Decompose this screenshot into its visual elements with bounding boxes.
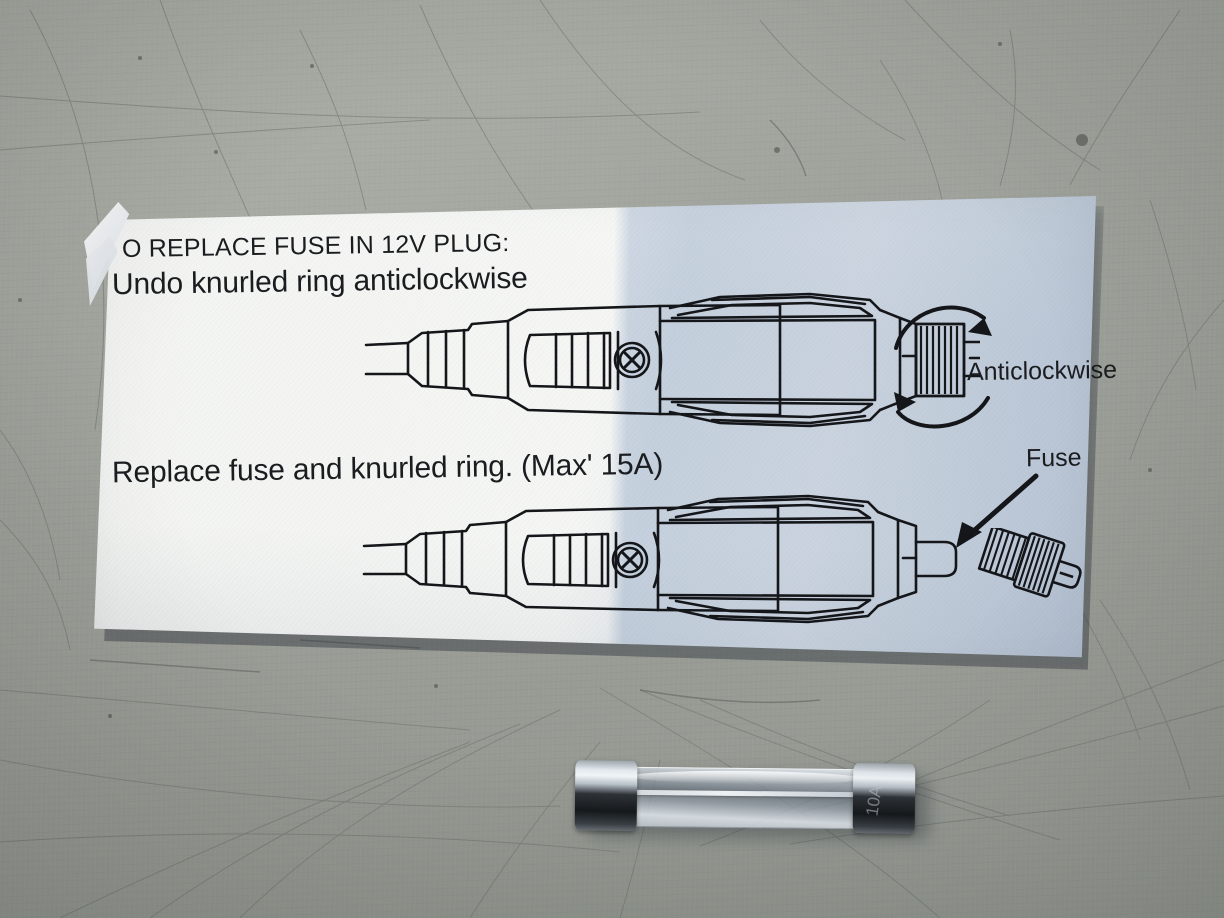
diagram-plug-with-knurled-ring <box>364 292 980 428</box>
label-fuse: Fuse <box>1025 443 1082 473</box>
arrowhead-fuse <box>956 522 982 548</box>
leaflet-heading: O REPLACE FUSE IN 12V PLUG: <box>121 228 510 264</box>
arrowhead-bottom <box>894 392 916 412</box>
fuse-rating-marking: 10A <box>862 784 886 818</box>
fuse-end-cap-right: 10A <box>852 763 916 834</box>
anticlockwise-rotation-arrows <box>894 305 992 429</box>
diagram-plug-ring-removed <box>362 494 958 624</box>
glass-cartridge-fuse[interactable]: 10A <box>574 758 930 840</box>
detached-knurled-cap <box>977 528 1082 598</box>
leaflet-step-1: Undo knurled ring anticlockwise <box>111 261 528 302</box>
label-anticlockwise: Anticlockwise <box>966 355 1118 387</box>
fuse-pointer-arrow <box>956 473 1039 548</box>
fuse-end-cap-left <box>574 760 638 831</box>
arrowhead-top <box>968 318 992 336</box>
